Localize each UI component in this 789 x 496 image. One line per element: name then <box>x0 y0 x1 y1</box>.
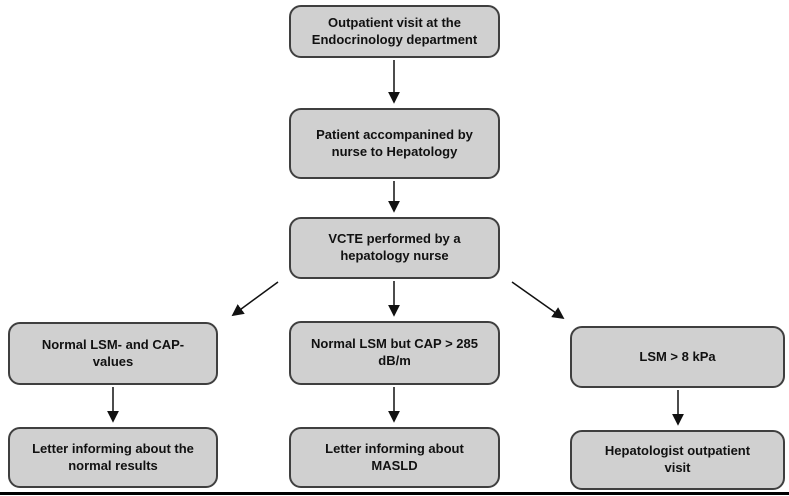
flow-node-outpatient-endocrinology: Outpatient visit at the Endocrinology de… <box>289 5 500 58</box>
arrow-vcte-to-highlsm <box>511 281 565 320</box>
flow-node-hepatologist-visit: Hepatologist outpatient visit <box>570 430 785 490</box>
flow-node-letter-masld: Letter informing about MASLD <box>289 427 500 488</box>
flow-node-label: Letter informing about the normal result… <box>32 440 194 473</box>
flow-node-high-lsm: LSM > 8 kPa <box>570 326 785 388</box>
flow-node-letter-normal: Letter informing about the normal result… <box>8 427 218 488</box>
flow-node-label: Hepatologist outpatient visit <box>604 443 751 475</box>
flow-node-normal-lsm-cap: Normal LSM- and CAP-values <box>8 322 218 385</box>
flow-node-high-cap: Normal LSM but CAP > 285 dB/m <box>289 321 500 385</box>
figure-bottom-rule <box>0 492 789 495</box>
flow-node-label: Patient accompanined by nurse to Hepatol… <box>316 126 473 159</box>
flow-node-nurse-to-hepatology: Patient accompanined by nurse to Hepatol… <box>289 108 500 179</box>
flow-node-vcte-exam: VCTE performed by a hepatology nurse <box>289 217 500 279</box>
flow-node-label: Letter informing about MASLD <box>325 440 464 473</box>
arrow-vcte-to-normal <box>231 281 279 317</box>
flow-node-label: Normal LSM- and CAP-values <box>41 336 185 369</box>
flow-node-label: Normal LSM but CAP > 285 dB/m <box>311 336 478 368</box>
flow-node-label: Outpatient visit at the Endocrinology de… <box>311 14 478 47</box>
flow-node-label: LSM > 8 kPa <box>639 348 716 364</box>
flow-node-label: VCTE performed by a hepatology nurse <box>328 231 461 263</box>
